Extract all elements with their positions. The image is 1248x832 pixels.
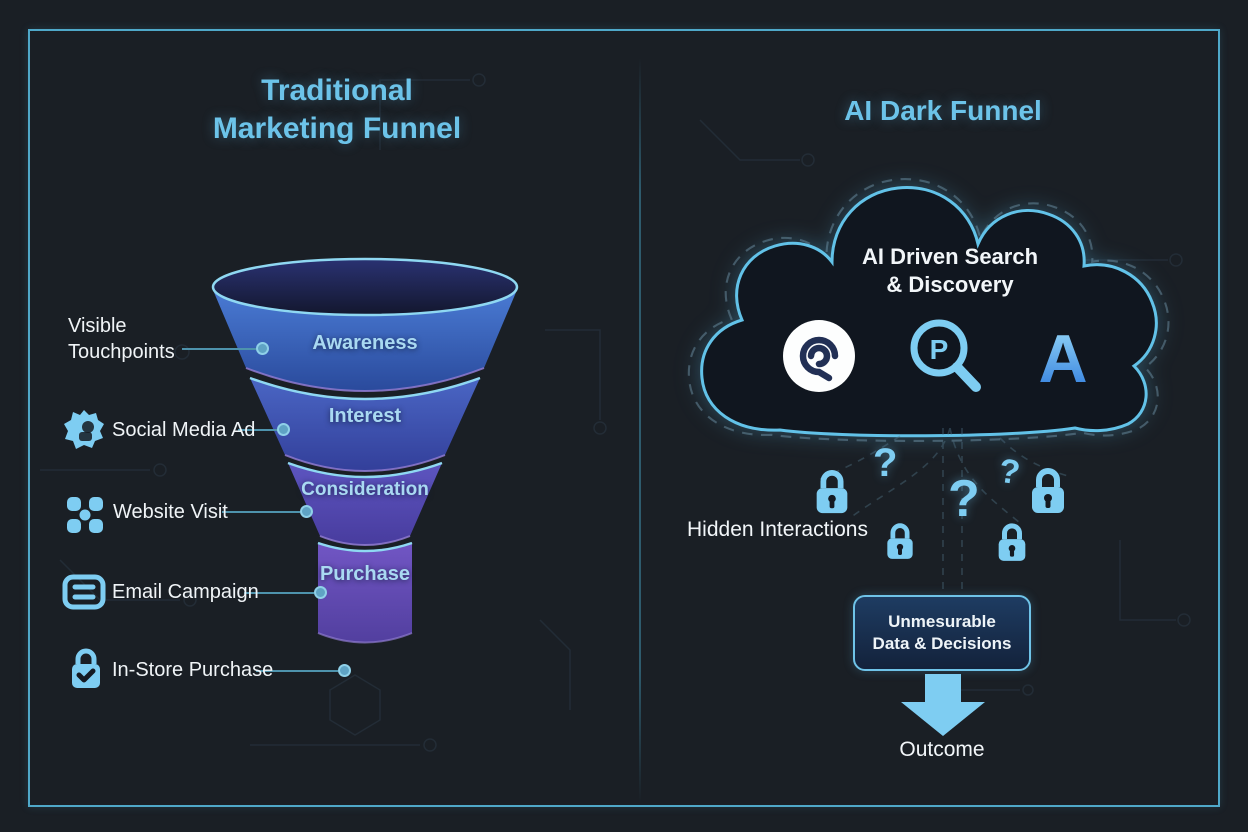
visible-line1: Visible (68, 315, 127, 337)
visible-line2: Touchpoints (68, 341, 175, 363)
connector-social (238, 429, 278, 431)
lock-icon (998, 523, 1026, 561)
cloud-title: AI Driven Search & Discovery (800, 243, 1100, 299)
letter-a-icon: A (1038, 321, 1087, 397)
ai-chat-icon (783, 320, 855, 392)
touchpoint-social-label: Social Media Ad (112, 419, 256, 441)
funnel-band-awareness (213, 290, 517, 391)
lock-icon (816, 469, 848, 514)
question-mark-icon: ? (996, 451, 1023, 493)
dark-cloud: P A (687, 178, 1170, 442)
social-media-icon (64, 410, 104, 449)
lock-check-icon (72, 648, 100, 688)
touchpoint-instore-label: In-Store Purchase (112, 659, 274, 681)
cloud-dashed-outline (687, 178, 1170, 442)
funnel-band-purchase (318, 543, 412, 643)
connector-dot (277, 423, 290, 436)
email-list-icon (62, 574, 106, 610)
question-mark-icon: ? (873, 441, 898, 485)
left-title-line2: Marketing Funnel (212, 112, 462, 145)
cloud-outline (700, 186, 1158, 438)
connector-dot (314, 586, 327, 599)
down-arrow-icon (901, 674, 985, 736)
outcome-label: Outcome (899, 738, 985, 761)
border-frame (28, 29, 1220, 807)
stage-label-consideration: Consideration (301, 479, 429, 500)
stage-label-interest: Interest (328, 405, 402, 427)
box-line2: Data & Decisions (872, 634, 1012, 653)
lock-icon (1032, 468, 1064, 513)
right-panel-title: AI Dark Funnel (844, 95, 1042, 126)
left-title-line1: Traditional (261, 74, 413, 107)
connector-visible-touchpoints (182, 348, 256, 350)
connector-dot (338, 664, 351, 677)
search-p-icon: P (910, 319, 981, 392)
touchpoint-website-label: Website Visit (113, 501, 228, 523)
connector-email (244, 592, 314, 594)
connector-dot (256, 342, 269, 355)
unmeasurable-box: Unmesurable Data & Decisions (853, 595, 1031, 671)
question-mark-icon: ? (948, 470, 980, 528)
stage-label-awareness: Awareness (312, 332, 418, 354)
website-grid-icon (67, 497, 103, 533)
hidden-flow-lines (817, 428, 1069, 593)
cloud-title-line2: & Discovery (886, 272, 1014, 297)
hidden-interactions-label: Hidden Interactions (687, 518, 868, 541)
funnel-top-ellipse (211, 257, 519, 317)
panel-divider (639, 58, 641, 803)
touchpoint-email-label: Email Campaign (112, 581, 259, 603)
touchpoint-visible: Visible Touchpoints (68, 313, 175, 365)
marketing-funnel (211, 257, 519, 644)
stage-label-purchase: Purchase (319, 563, 411, 585)
connector-instore (256, 670, 338, 672)
search-icon-letter: P (930, 334, 949, 365)
connector-website (222, 511, 300, 513)
lock-icon (887, 523, 913, 559)
funnel-band-interest (250, 378, 480, 471)
funnel-band-consideration (288, 463, 442, 545)
box-line1: Unmesurable (888, 612, 996, 631)
cloud-title-line1: AI Driven Search (861, 244, 1039, 269)
left-panel-title: Traditional Marketing Funnel (137, 72, 537, 148)
connector-dot (300, 505, 313, 518)
